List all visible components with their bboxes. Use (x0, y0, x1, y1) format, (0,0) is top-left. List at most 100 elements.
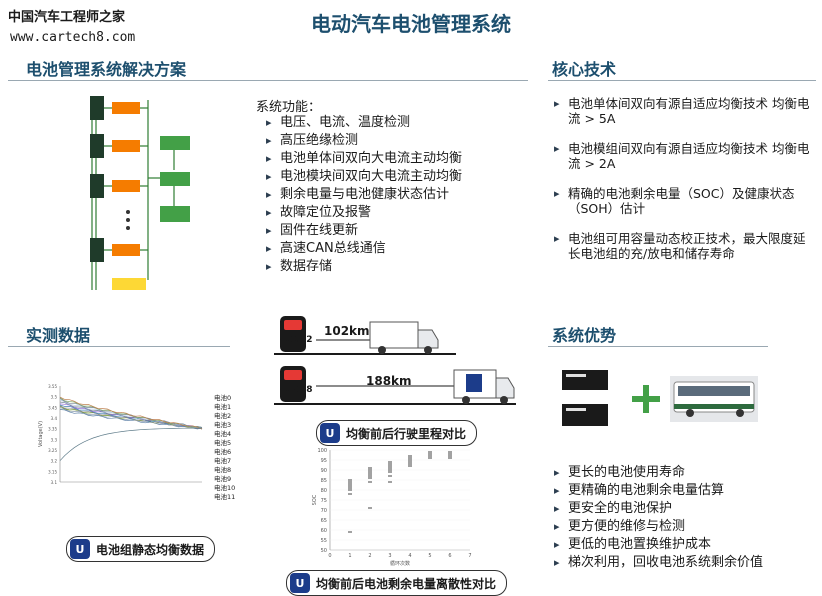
scatter-point (368, 477, 372, 479)
scatter-point (408, 463, 412, 465)
y-axis-label: SOC (312, 494, 318, 505)
y-tick-label: 65 (321, 518, 327, 524)
scatter-point (388, 481, 392, 483)
x-tick-label: 6 (448, 553, 451, 559)
y-tick-label: 80 (321, 488, 327, 494)
y-tick-label: 70 (321, 508, 327, 514)
core-tech-list: 电池单体间双向有源自适应均衡技术 均衡电流 > 5A 电池模组间双向有源自适应均… (554, 96, 816, 276)
y-tick-label: 3.5 (51, 395, 58, 400)
mileage-caption: 均衡前后行驶里程对比 (346, 426, 467, 441)
x-tick-label: 0 (328, 553, 331, 559)
section-title-measured: 实测数据 (26, 326, 91, 345)
fuel-meter-icon (280, 366, 306, 402)
scatter-point (348, 479, 352, 481)
advantage-item: 更方便的维修与检测 (554, 518, 763, 536)
y-tick-label: 90 (321, 468, 327, 474)
scatter-point (348, 487, 352, 489)
site-url[interactable]: www.cartech8.com (10, 30, 136, 45)
y-tick-label: 3.25 (48, 448, 57, 453)
scatter-point (368, 481, 372, 483)
y-tick-label: 95 (321, 458, 327, 464)
advantage-item: 更长的电池使用寿命 (554, 464, 763, 482)
truck-icon (369, 321, 439, 354)
legend-entry: 电池0 (214, 393, 231, 402)
functions-list: 电压、电流、温度检测 高压绝缘检测 电池单体间双向大电流主动均衡 电池模块间双向… (266, 114, 462, 276)
function-item: 故障定位及报警 (266, 204, 462, 222)
advantage-item: 更精确的电池剩余电量估算 (554, 482, 763, 500)
section-rule (8, 346, 230, 347)
x-tick-label: 5 (428, 553, 431, 559)
scatter-point (428, 457, 432, 459)
y-tick-label: 50 (321, 548, 327, 554)
x-axis-label: 循环次数 (390, 560, 410, 567)
function-item: 剩余电量与电池健康状态估计 (266, 186, 462, 204)
y-tick-label: 3.35 (48, 427, 57, 432)
scatter-point (388, 475, 392, 477)
page-title: 电动汽车电池管理系统 (311, 12, 511, 36)
y-tick-label: 3.2 (51, 459, 58, 464)
advantage-item: 梯次利用，回收电池系统剩余价值 (554, 554, 763, 572)
meter-reading-1: 103.2 (284, 335, 313, 345)
advantage-item: 更安全的电池保护 (554, 500, 763, 518)
scatter-point (348, 481, 352, 483)
advantage-item: 更低的电池置换维护成本 (554, 536, 763, 554)
section-rule (548, 346, 768, 347)
scatter-point (348, 485, 352, 487)
x-tick-label: 7 (468, 553, 471, 559)
legend-entry: 电池4 (214, 429, 231, 438)
x-tick-label: 1 (348, 553, 351, 559)
scatter-point (348, 489, 352, 491)
y-tick-label: 100 (317, 448, 327, 454)
series-line (59, 409, 203, 430)
scatter-point (448, 451, 452, 453)
section-title-core: 核心技术 (552, 60, 617, 79)
y-axis-label: Voltage(V) (38, 421, 44, 447)
core-tech-item: 精确的电池剩余电量（SOC）及健康状态（SOH）估计 (554, 186, 816, 216)
function-item: 数据存储 (266, 258, 462, 276)
legend-entry: 电池5 (214, 438, 231, 447)
site-logo-text: 中国汽车工程师之家 (8, 10, 126, 25)
y-tick-label: 85 (321, 478, 327, 484)
scatter-point (348, 483, 352, 485)
legend-entry: 电池11 (214, 492, 235, 501)
advantage-images (562, 370, 758, 426)
legend-entry: 电池1 (214, 402, 231, 411)
x-tick-label: 2 (368, 553, 371, 559)
legend-entry: 电池3 (214, 420, 231, 429)
y-tick-label: 3.15 (48, 469, 57, 474)
scatter-point (388, 465, 392, 467)
scatter-point (348, 531, 352, 533)
function-item: 电压、电流、温度检测 (266, 114, 462, 132)
scatter-point (408, 465, 412, 467)
scatter-point (388, 471, 392, 473)
function-item: 电池单体间双向大电流主动均衡 (266, 150, 462, 168)
static-caption: 电池组静态均衡数据 (96, 542, 205, 557)
scatter-point (428, 453, 432, 455)
scatter-point (388, 463, 392, 465)
bus-icon (670, 376, 758, 422)
scatter-point (348, 493, 352, 495)
y-tick-label: 75 (321, 498, 327, 504)
static-balance-chart: 3.553.53.453.43.353.33.253.23.153.1Volta… (38, 384, 235, 501)
series-line (59, 396, 203, 430)
distance-label-1: 102km (324, 324, 370, 338)
scatter-point (408, 457, 412, 459)
scatter-point (388, 467, 392, 469)
series-line (59, 401, 203, 430)
y-tick-label: 3.55 (48, 384, 57, 389)
logo-icon: U (290, 573, 310, 593)
scatter-point (448, 457, 452, 459)
function-item: 电池模块间双向大电流主动均衡 (266, 168, 462, 186)
legend-entry: 电池9 (214, 474, 231, 483)
section-rule (548, 80, 816, 81)
section-rule (8, 80, 528, 81)
section-title-advantage: 系统优势 (552, 326, 617, 345)
y-tick-label: 3.1 (51, 480, 58, 485)
bms-device-icon (562, 370, 608, 390)
x-tick-label: 3 (388, 553, 391, 559)
fuel-meter-icon (280, 316, 306, 352)
scatter-point (368, 475, 372, 477)
scatter-point (408, 459, 412, 461)
truck-icon (453, 369, 515, 404)
